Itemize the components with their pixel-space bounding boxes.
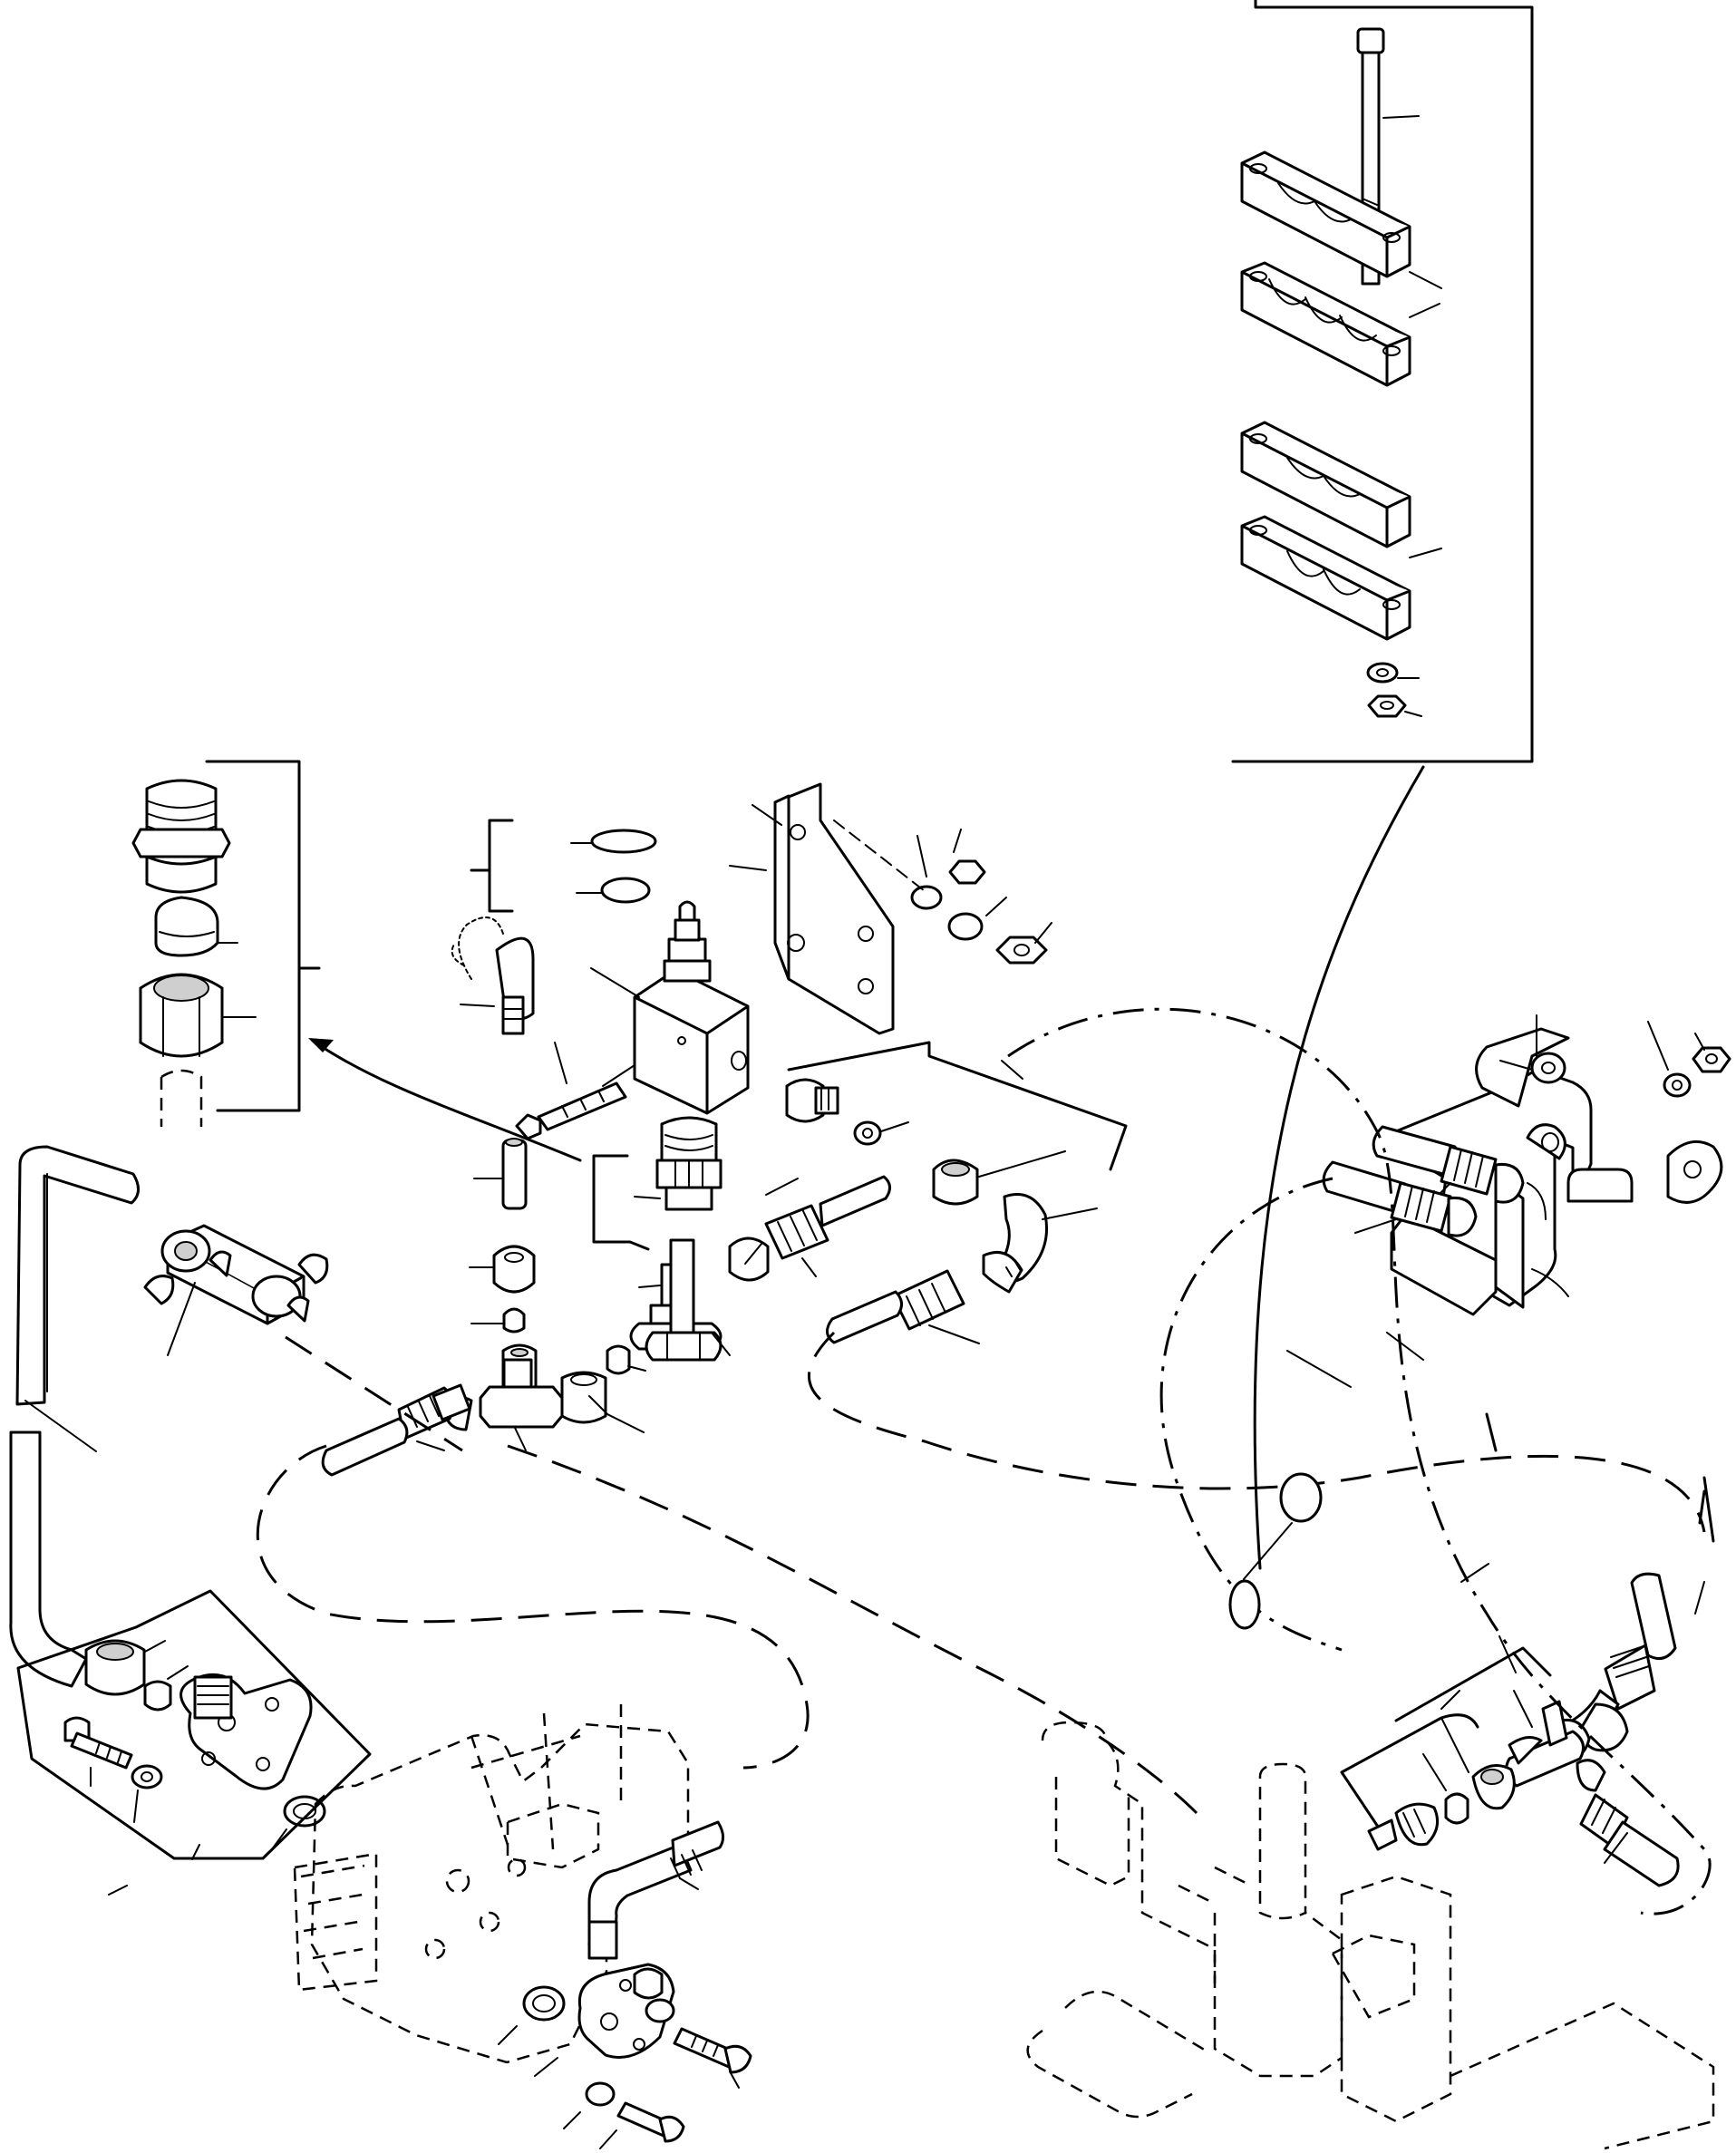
valve-block-bolt: [515, 1042, 627, 1140]
frame-phantom: [1026, 1721, 1715, 2150]
fitting-kit-sleeve: [154, 896, 238, 957]
inset-leader-line: [1253, 765, 1425, 1570]
clamp-to-tee-leader: [285, 1335, 463, 1452]
test-port-with-cap: [451, 916, 535, 1035]
clamp-kit-inset: [1231, 0, 1534, 1570]
hose-route-lower: [507, 1444, 1198, 1815]
hose-route-upper-loop: [1007, 1007, 1712, 1915]
tee-fitting-main: [645, 1238, 731, 1362]
tube-nut-left: [560, 1371, 645, 1433]
swivel-nut-right: [932, 1150, 1066, 1206]
sleeve-right: [1422, 1753, 1469, 1825]
clamp-half-upper-2: [1240, 421, 1411, 548]
fitting-kit-union: [131, 779, 231, 894]
bracket-hardware: [833, 819, 1052, 965]
hose-route-marker-link: [1243, 1522, 1293, 1580]
route-guide-lines: [1286, 1332, 1424, 1388]
adapter-nut-lower-left: [84, 1639, 189, 1712]
flange-washer-left: [131, 1764, 163, 1823]
tee-fitting-right: [1504, 1690, 1586, 1788]
flange-bolt-left: [63, 1716, 133, 1787]
hose-route-pump-to-tee: [256, 1444, 810, 1770]
clamp-nut: [1367, 694, 1422, 718]
o-ring-group-bracket: [470, 819, 514, 913]
elbow-fitting-right: [982, 1193, 1098, 1294]
fitting-kit-tube-stub: [160, 1069, 203, 1127]
hose-route-marker-a: [1279, 1472, 1323, 1523]
flange-kit-bracket: [16, 1589, 372, 1860]
hose-route-middle: [808, 1331, 1706, 1533]
hose-fitting-centre: [728, 1175, 891, 1282]
arrow-head: [308, 1038, 334, 1052]
hex-nut: [995, 936, 1048, 965]
right-bracket-washer: [1647, 1021, 1692, 1098]
right-bracket-nut: [1692, 1033, 1731, 1073]
clamp-washer: [1366, 662, 1420, 684]
connector-group-bracket: [787, 1041, 1128, 1171]
hose-end-middle-right: [1322, 1160, 1478, 1237]
straight-adapter-valve: [785, 1078, 839, 1123]
pin-sleeve: [470, 1307, 526, 1334]
flange-kit-leaders: [108, 1844, 200, 1896]
leader-lines-centre: [744, 1178, 799, 1265]
hose-end-tee-right: [1576, 1759, 1680, 1887]
fitting-kit-inset: [131, 760, 582, 1162]
hose-elbow-pump: [587, 1820, 724, 1960]
fitting-kit-bracket-line: [205, 760, 301, 1112]
clamp-kit-bracket-line: [1231, 0, 1534, 763]
route-tick-marks: [1485, 1412, 1715, 1543]
inline-check-valve: [592, 1116, 723, 1251]
right-bracket-tab: [1666, 1140, 1723, 1204]
bonded-seal: [853, 1120, 909, 1146]
mounting-bracket: [729, 782, 895, 1035]
o-ring-group: [470, 819, 657, 913]
hydraulic-pump-phantom: [293, 1704, 690, 2064]
hose-end-right: [826, 1269, 980, 1344]
clamp-half-lower-1: [1240, 261, 1440, 387]
rigid-pipe-left: [9, 1145, 140, 1688]
check-valve-bracket: [592, 1154, 650, 1251]
relief-valve-cartridge: [663, 900, 712, 983]
bracket-leader: [1499, 1060, 1533, 1071]
valve-block: [590, 900, 750, 1115]
fitting-kit-arrow: [311, 1039, 582, 1162]
pin-nut: [469, 1245, 536, 1294]
pump-outlet-flange: [498, 1963, 675, 2077]
hose-route-right-loop: [1159, 1177, 1343, 1652]
adapter-right: [1367, 1802, 1440, 1851]
pump-flange-hardware: [563, 1998, 752, 2149]
tube-nut-right: [1440, 1717, 1516, 1810]
washer: [947, 912, 984, 941]
nut: [948, 859, 986, 885]
pipe-clamp-assembly: [143, 1224, 329, 1356]
clamp-half-lower-2: [1240, 515, 1442, 641]
o-ring-small: [600, 877, 651, 904]
pin-fitting: [473, 1138, 528, 1210]
right-leaders: [1440, 1563, 1705, 1710]
hose-route-marker-b: [1228, 1579, 1261, 1630]
clamp-half-upper-1: [1240, 150, 1442, 289]
right-tee-bracket: [1340, 1646, 1552, 1828]
o-ring-large: [590, 829, 657, 854]
sleeve-left: [606, 1344, 646, 1375]
adapter-flange-left: [179, 1673, 313, 1790]
hose-end-left: [321, 1383, 471, 1477]
fitting-kit-nut: [139, 973, 257, 1058]
washer: [910, 885, 943, 910]
